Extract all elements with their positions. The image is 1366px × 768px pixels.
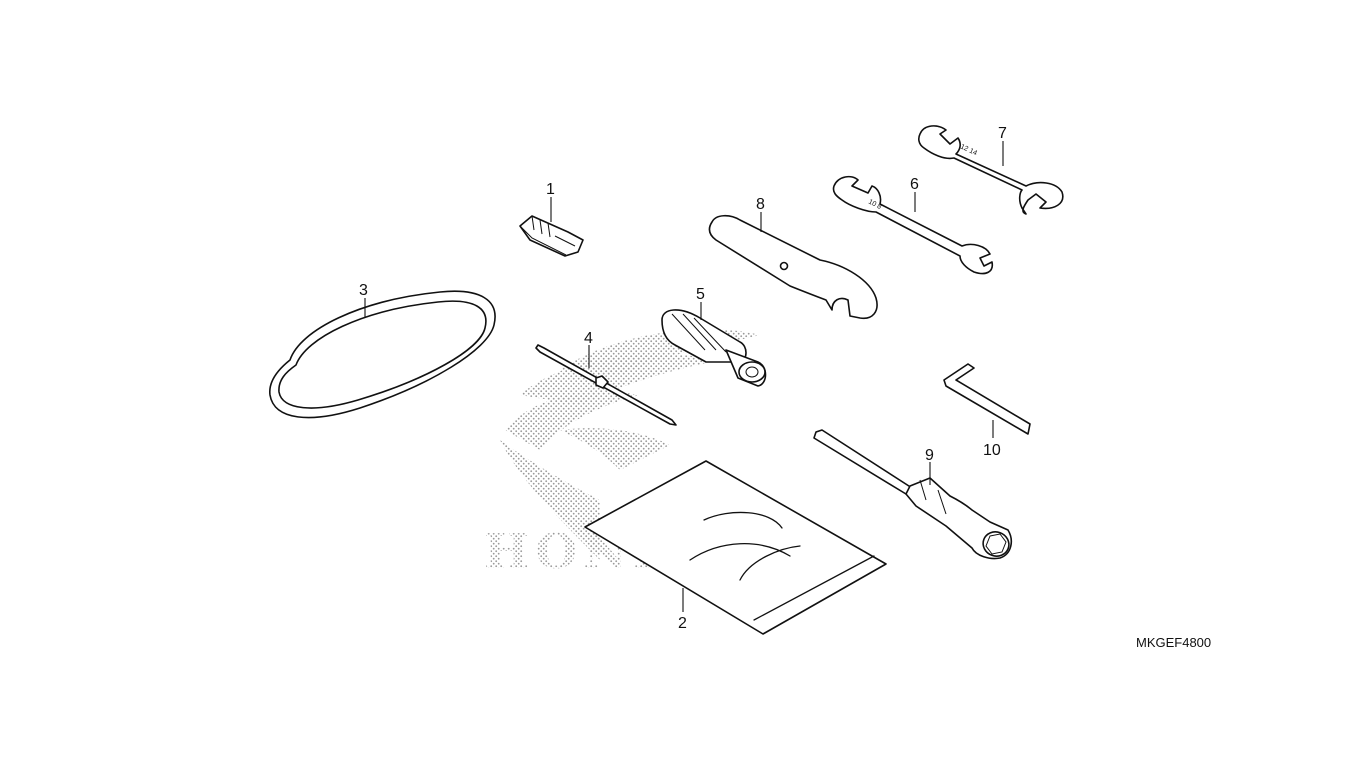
part-4-screwdriver-bit	[535, 344, 677, 426]
callout-8: 8	[756, 196, 765, 213]
callout-6: 6	[910, 176, 919, 193]
wing-feather-1	[500, 440, 600, 560]
callout-7: 7	[998, 125, 1007, 142]
callout-9: 9	[925, 447, 934, 464]
part-7-wrench-12-14: 12 14	[918, 125, 1064, 215]
part-1-clip	[519, 215, 584, 257]
callout-10: 10	[983, 442, 1001, 459]
callout-1: 1	[546, 181, 555, 198]
part-8-pin-spanner	[708, 214, 878, 320]
callout-3: 3	[359, 282, 368, 299]
part-10-hex-key	[943, 363, 1031, 435]
callout-2: 2	[678, 615, 687, 632]
wing-feather-2	[505, 391, 640, 450]
part-5-screwdriver-handle	[661, 309, 767, 387]
callouts: 1 2 3 4 5 6 7 8 9 10	[359, 125, 1007, 632]
wing-feather-5	[560, 428, 670, 470]
callout-4: 4	[584, 330, 593, 347]
part-6-wrench-10-8: 10 8	[832, 175, 994, 275]
part-2-document-bag	[584, 460, 887, 635]
callout-5: 5	[696, 286, 705, 303]
wrench-7-size-marks: 12 14	[959, 143, 978, 157]
part-3-strap	[269, 290, 496, 419]
diagram-code: MKGEF4800	[1136, 635, 1211, 650]
leader-lines	[364, 141, 1004, 612]
wing-feather-3	[520, 354, 720, 405]
part-9-spark-plug-wrench	[813, 429, 1013, 560]
